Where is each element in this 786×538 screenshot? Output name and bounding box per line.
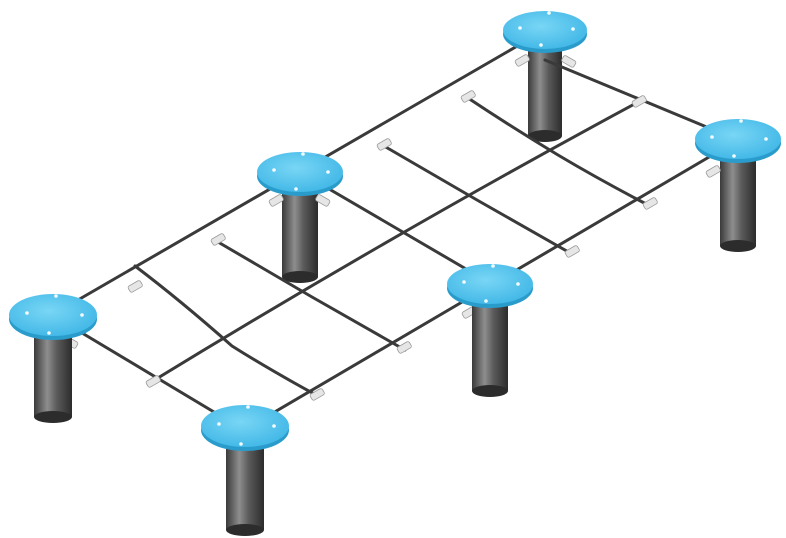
connector: [642, 197, 658, 210]
post-top-front-bottom: [201, 405, 289, 451]
connector: [127, 280, 143, 293]
bolt: [47, 331, 51, 335]
bolt: [217, 422, 221, 426]
bolt: [764, 137, 768, 141]
rope-long-line-2: [146, 98, 644, 386]
bolt: [25, 311, 29, 315]
connector: [705, 165, 721, 178]
connector: [376, 138, 392, 151]
bolt: [462, 280, 466, 284]
post-top-middle-left: [257, 152, 343, 196]
bolt: [484, 299, 488, 303]
rope-cross-line-5: [382, 144, 574, 256]
bolt: [54, 294, 58, 298]
post-right: [720, 148, 756, 252]
bolt: [710, 135, 714, 139]
bolt: [301, 152, 305, 156]
bolt: [326, 170, 330, 174]
bolt: [547, 11, 551, 15]
bolt: [739, 119, 743, 123]
connector: [460, 90, 476, 103]
bolt: [539, 43, 543, 47]
bolt: [518, 26, 522, 30]
connector: [210, 233, 226, 246]
connector: [268, 194, 284, 207]
bolt: [239, 442, 243, 446]
post-top-front-left: [9, 294, 97, 340]
rope-cross-line-6: [466, 96, 652, 208]
bolt: [571, 27, 575, 31]
connector: [315, 194, 331, 207]
rope-cross-line-3: [216, 240, 407, 352]
connector: [561, 55, 577, 68]
bolt: [272, 168, 276, 172]
connector: [145, 375, 161, 388]
bolt: [80, 313, 84, 317]
bolt: [246, 405, 250, 409]
rope-cross-line-4: [298, 170, 492, 285]
connector: [564, 245, 580, 258]
connector: [309, 388, 325, 401]
rope-net: [50, 28, 740, 432]
connector: [631, 95, 647, 108]
rope-cross-line-1: [50, 313, 246, 432]
connector: [396, 341, 412, 354]
bolt: [516, 282, 520, 286]
bolt: [294, 187, 298, 191]
post-top-right: [695, 119, 781, 163]
connector: [514, 54, 530, 67]
bolt: [272, 424, 276, 428]
post-middle-left: [282, 183, 318, 283]
rope-cross-line-2: [133, 264, 320, 398]
post-top-back-center: [503, 11, 587, 53]
rope-connectors: [63, 54, 721, 401]
post-top-front-center: [447, 264, 533, 308]
bolt: [491, 264, 495, 268]
bolt: [732, 154, 736, 158]
